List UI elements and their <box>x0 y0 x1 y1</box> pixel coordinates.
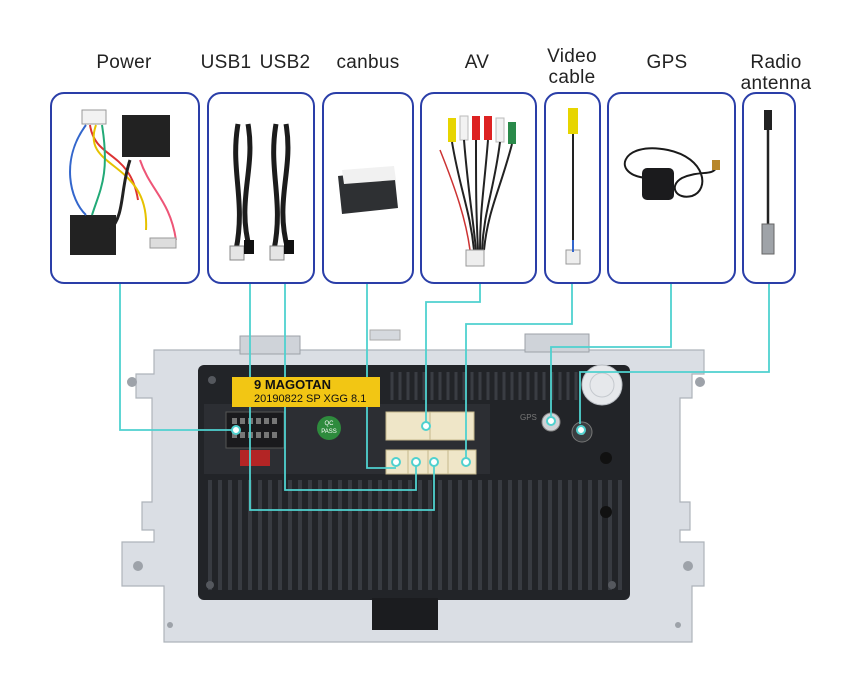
gps-label: GPS <box>646 52 688 73</box>
usb-cable-icon <box>229 123 294 261</box>
hologram-seal <box>581 364 623 406</box>
gps-port-label: GPS <box>520 413 537 422</box>
av-connector-line <box>425 284 481 426</box>
canbus-label: canbus <box>336 52 400 73</box>
connector-endpoints <box>231 416 586 467</box>
model-sticker-line1: 9 MAGOTAN <box>254 377 332 392</box>
qc-pass-stamp: QC PASS <box>317 416 341 440</box>
radio-connector-line <box>579 284 770 424</box>
model-sticker: 9 MAGOTAN 20190822 SP XGG 8.1 <box>232 377 380 407</box>
wiring-harness-icon <box>69 109 177 255</box>
radio-antenna-cable-icon <box>761 110 775 255</box>
usb-card <box>207 92 315 284</box>
radio-antenna-label-line2: antenna <box>740 73 812 94</box>
model-sticker-line2: 20190822 SP XGG 8.1 <box>254 393 367 405</box>
gps-antenna-icon <box>623 147 720 200</box>
video-cable-label-line2: cable <box>548 67 596 88</box>
rca-av-harness-icon <box>439 115 516 267</box>
power-label: Power <box>96 52 152 73</box>
usb1-label: USB1 <box>200 52 252 73</box>
video-cable-label: Video cable <box>533 46 611 88</box>
radio-antenna-label: Radio antenna <box>726 52 826 94</box>
av-label: AV <box>464 52 490 73</box>
usb2-label: USB2 <box>259 52 311 73</box>
canbus-connector-line <box>366 284 396 469</box>
unit-body <box>198 365 630 630</box>
radio-antenna-label-line1: Radio <box>750 52 802 73</box>
canbus-box-icon <box>338 166 398 214</box>
power-connector-line <box>119 284 236 431</box>
video-connector-line <box>465 284 573 462</box>
video-cable-label-line1: Video <box>547 46 597 67</box>
rca-video-cable-icon <box>565 108 581 265</box>
gps-connector-line <box>550 284 672 416</box>
